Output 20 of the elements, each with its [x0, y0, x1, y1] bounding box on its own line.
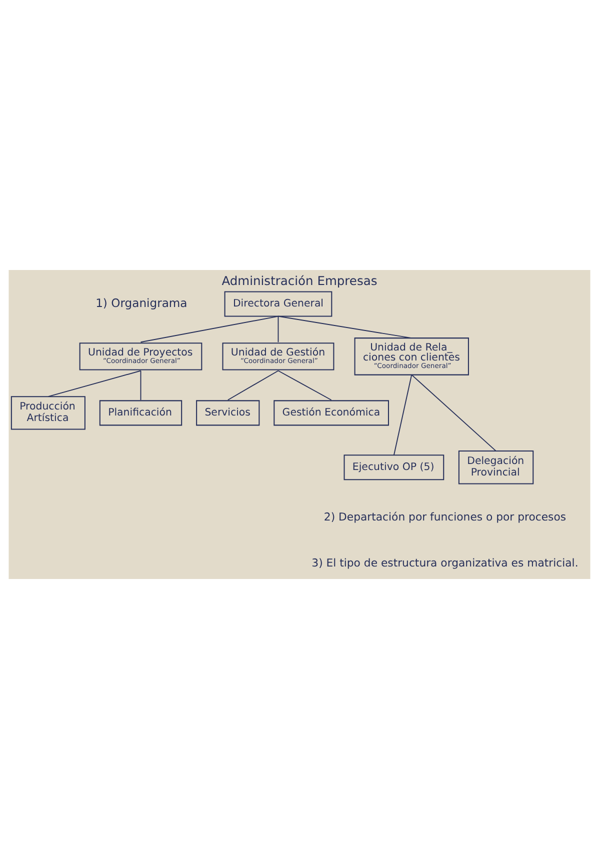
- node-box: Directora General: [224, 290, 332, 316]
- node-box: Producción Artística: [10, 396, 86, 430]
- connector: [278, 315, 279, 342]
- label: 2) Departación por funciones o por procesos: [324, 510, 566, 523]
- connector: [411, 374, 496, 452]
- label: 1) Organigrama: [96, 295, 188, 310]
- diagram-title: Administración Empresas: [222, 274, 378, 288]
- connector: [140, 370, 142, 400]
- connector: [48, 370, 142, 397]
- label: 3) El tipo de estructura organizativa es matricial.: [312, 556, 578, 570]
- connector: [278, 370, 332, 400]
- connector: [393, 374, 412, 456]
- node-box: Ejecutivo OP (5): [344, 454, 444, 480]
- connector: [140, 315, 279, 342]
- connector: [278, 315, 412, 338]
- node-box: Delegación Provincial: [458, 450, 534, 484]
- node-box: Servicios: [196, 400, 260, 426]
- node-box: Gestión Económica: [274, 400, 389, 426]
- connector: [227, 370, 279, 400]
- node-box: Planificación: [99, 400, 182, 426]
